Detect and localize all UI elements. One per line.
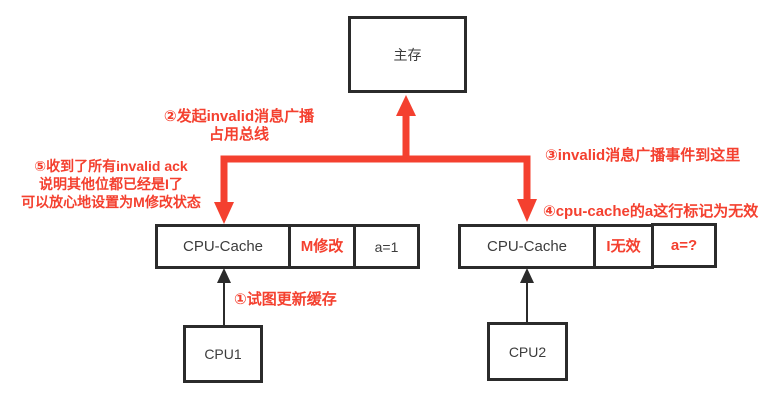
broadcast-bus-line <box>220 155 531 203</box>
memory-arrowhead-up-icon <box>396 95 416 116</box>
cache-left-label: CPU-Cache <box>182 238 264 255</box>
right-cache-arrowhead-down-icon <box>517 199 537 222</box>
cpu1-node: CPU1 <box>183 325 263 383</box>
cache-left-state: M修改 <box>300 238 344 255</box>
annotation-step2-line2: 占用总线 <box>208 126 269 143</box>
cpu2-arrowhead-up-icon <box>520 268 534 283</box>
cache-left-node: CPU-Cache <box>155 224 291 269</box>
annotation-step5-line3: 可以放心地设置为M修改状态 <box>21 194 201 210</box>
cache-right-node: CPU-Cache <box>458 224 596 269</box>
cache-left-value: a=1 <box>374 238 399 255</box>
annotation-step3: ③invalid消息广播事件到这里 <box>545 147 741 164</box>
cache-right-value-cell: a=? <box>651 223 717 268</box>
cache-right-state: I无效 <box>606 238 641 255</box>
annotation-step5-line2: 说明其他位都已经是I了 <box>39 176 183 192</box>
cache-left-state-cell: M修改 <box>288 224 356 269</box>
annotation-step4: ④cpu-cache的a这行标记为无效 <box>543 203 759 220</box>
cache-right-state-cell: I无效 <box>593 224 654 269</box>
annotation-step1: ①试图更新缓存 <box>234 291 337 308</box>
annotation-step2: ②发起invalid消息广播 占用总线 <box>148 108 330 144</box>
left-cache-arrowhead-down-icon <box>214 202 234 224</box>
cache-left-value-cell: a=1 <box>353 224 420 269</box>
cache-right-label: CPU-Cache <box>486 238 568 255</box>
cpu1-arrowhead-up-icon <box>217 268 231 283</box>
cpu1-label: CPU1 <box>204 346 242 362</box>
main-memory-label: 主存 <box>393 46 422 63</box>
main-memory-node: 主存 <box>348 16 467 93</box>
cache-right-value: a=? <box>670 237 698 254</box>
annotation-step2-line1: ②发起invalid消息广播 <box>163 108 315 125</box>
cpu2-node: CPU2 <box>487 322 568 381</box>
annotation-step5-line1: ⑤收到了所有invalid ack <box>34 158 188 174</box>
annotation-step5: ⑤收到了所有invalid ack 说明其他位都已经是I了 可以放心地设置为M修… <box>5 157 217 211</box>
cpu2-label: CPU2 <box>508 343 547 360</box>
